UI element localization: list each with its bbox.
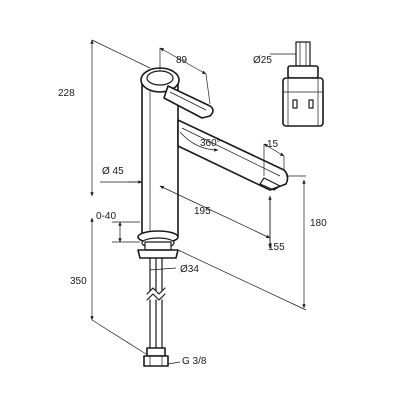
dimension-lines (90, 39, 307, 365)
dim-mount-hole-diameter: Ø34 (180, 264, 199, 275)
dim-outlet-height: 155 (268, 242, 285, 253)
dim-connection-thread: G 3/8 (182, 356, 207, 367)
dim-total-height: 228 (58, 88, 75, 99)
dim-cartridge-diameter: Ø25 (253, 55, 272, 66)
dim-deck-thickness: 0-40 (96, 211, 116, 222)
faucet-body (137, 67, 289, 367)
dim-outlet-width: 15 (267, 139, 279, 150)
cartridge-detail (270, 41, 324, 127)
dim-hose-length: 350 (70, 276, 87, 287)
dim-spout-height: 180 (310, 218, 327, 229)
dim-body-diameter: Ø 45 (102, 166, 124, 177)
dim-rotation: 360° (200, 138, 221, 149)
dim-lever-length: 89 (176, 55, 188, 66)
dim-spout-reach: 195 (194, 206, 211, 217)
